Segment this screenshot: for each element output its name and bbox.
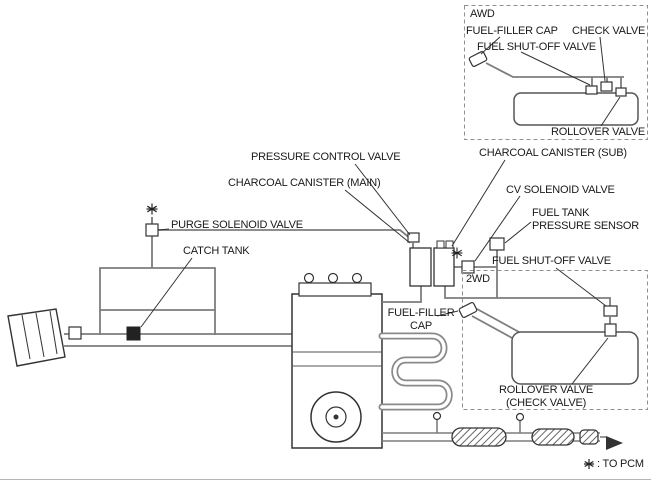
- purge-circuit-drawing: [99, 202, 412, 335]
- air-intake-drawing: [7, 308, 292, 367]
- fuel-tank-shape: [511, 331, 639, 385]
- label-2wd: 2WD: [466, 273, 490, 285]
- purge-solenoid-valve-shape: [145, 223, 159, 237]
- label-awd-check-valve: CHECK VALVE: [572, 25, 646, 37]
- label-pressure-control-valve: PRESSURE CONTROL VALVE: [251, 151, 401, 163]
- canister-assembly-drawing: [382, 232, 611, 306]
- label-awd-title: AWD: [470, 8, 495, 20]
- oxygen-sensor-front-shape: [432, 411, 442, 421]
- pipe-fitting-shape: [68, 326, 82, 340]
- label-fuel-shut-off-valve: FUEL SHUT-OFF VALVE: [492, 255, 611, 267]
- label-charcoal-canister-main: CHARCOAL CANISTER (MAIN): [228, 177, 381, 189]
- exhaust-drawing: [382, 411, 623, 450]
- label-awd-fuel-shut-off-valve: FUEL SHUT-OFF VALVE: [477, 41, 596, 53]
- label-catch-tank: CATCH TANK: [183, 245, 250, 257]
- charcoal-canister-sub-shape: [433, 247, 455, 287]
- catalytic-converter-front-shape: [451, 427, 507, 447]
- awd-check-valve-shape: [600, 81, 613, 92]
- awd-fuel-shut-off-valve-shape: [585, 85, 598, 95]
- cv-solenoid-valve-shape: [461, 260, 475, 274]
- label-cv-solenoid-valve: CV SOLENOID VALVE: [506, 184, 615, 196]
- fuel-tank-pressure-sensor-shape: [489, 237, 505, 251]
- tail-pipe-shape: [579, 429, 599, 445]
- pcm-asterisk-icon: [584, 459, 594, 469]
- catalytic-converter-rear-shape: [531, 428, 575, 446]
- label-awd-rollover-valve: ROLLOVER VALVE: [551, 126, 645, 138]
- fuel-filler-cap-shape: [458, 302, 478, 318]
- engine-drawing: [291, 272, 383, 449]
- fuel-tank-2wd-drawing: [458, 270, 648, 410]
- awd-fuel-filler-cap-shape: [468, 51, 488, 67]
- label-fuel-filler-cap: FUEL-FILLER CAP: [387, 307, 455, 332]
- label-awd-fuel-filler-cap: FUEL-FILLER CAP: [466, 25, 558, 37]
- label-fuel-tank-pressure-sensor: FUEL TANK PRESSURE SENSOR: [532, 207, 640, 232]
- pcm-asterisk-icon: [145, 202, 159, 216]
- pcm-legend: : TO PCM: [583, 458, 644, 470]
- label-purge-solenoid-valve: PURGE SOLENOID VALVE: [171, 219, 303, 231]
- air-cleaner-shape: [7, 308, 66, 367]
- intake-runners-drawing: [378, 332, 453, 411]
- leader-lines: [140, 159, 609, 385]
- awd-rollover-valve-shape: [615, 87, 627, 97]
- awd-inset-drawing: [464, 5, 648, 140]
- fuel-shut-off-valve-shape: [603, 305, 618, 317]
- oxygen-sensor-rear-shape: [515, 412, 525, 422]
- label-to-pcm: : TO PCM: [597, 458, 644, 470]
- charcoal-canister-main-shape: [409, 247, 432, 287]
- rollover-valve-shape: [604, 323, 617, 337]
- catch-tank-shape: [126, 326, 141, 341]
- label-charcoal-canister-sub: CHARCOAL CANISTER (SUB): [479, 147, 627, 159]
- label-rollover-valve: ROLLOVER VALVE (CHECK VALVE): [499, 384, 593, 409]
- exhaust-flow-arrow: [606, 436, 623, 450]
